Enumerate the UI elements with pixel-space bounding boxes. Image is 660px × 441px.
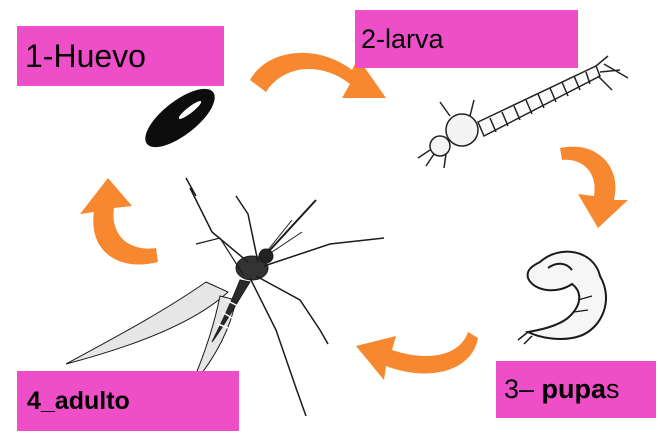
label-pupa: 3– pupa s — [496, 361, 656, 418]
label-egg-text: 1-Huevo — [25, 38, 146, 75]
cycle-arrow-icon — [560, 147, 628, 228]
label-adult-text: 4_adulto — [27, 387, 130, 416]
label-adult: 4_adulto — [17, 371, 239, 431]
egg-icon — [136, 79, 223, 158]
label-egg: 1-Huevo — [17, 26, 224, 86]
cycle-arrow-icon — [80, 178, 158, 265]
label-pupa-bold: pupa — [542, 374, 607, 405]
label-pupa-number: 3– — [504, 374, 542, 405]
larva-icon — [418, 56, 628, 168]
pupa-icon — [518, 252, 606, 344]
cycle-arrow-icon — [356, 332, 478, 380]
label-larva: 2-larva — [355, 10, 578, 68]
label-larva-text: 2-larva — [361, 24, 444, 55]
label-pupa-tail: s — [606, 374, 620, 405]
